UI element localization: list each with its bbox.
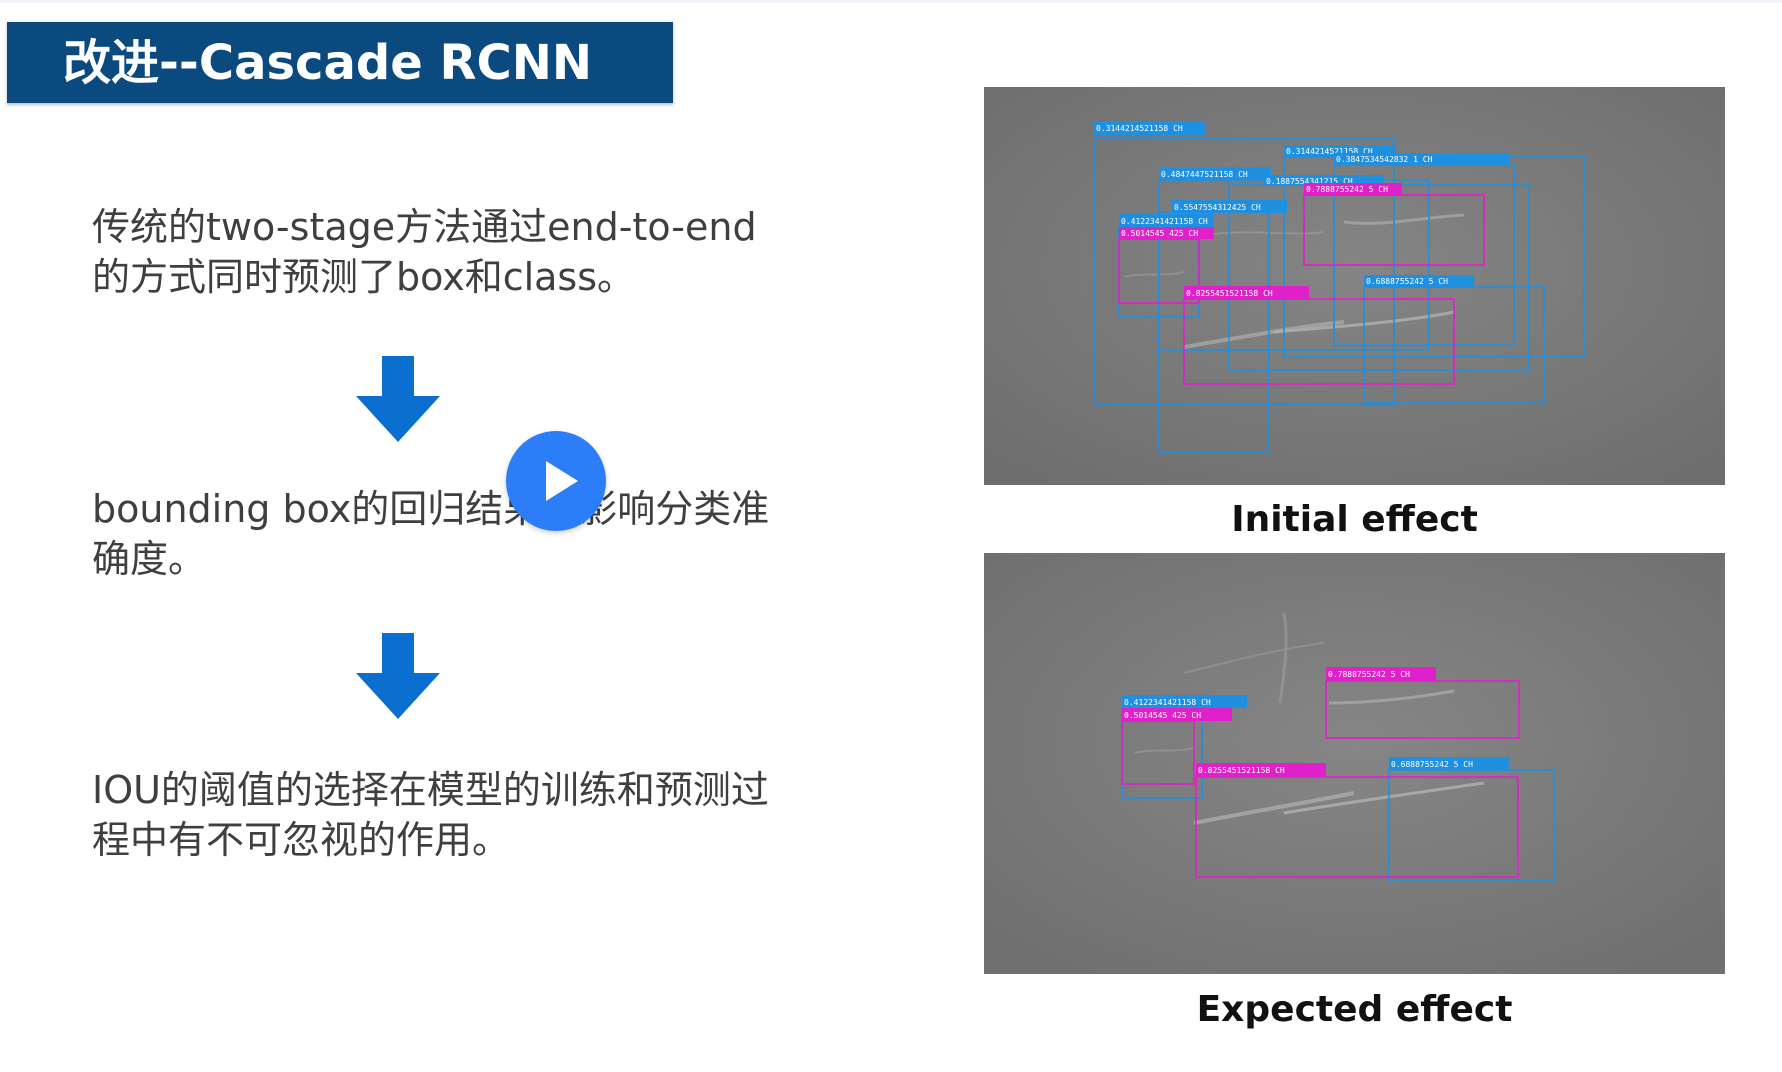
detection-label: 0.6888755242 5 CH: [1366, 277, 1448, 286]
arrow-down-icon: [356, 356, 440, 442]
play-icon: [546, 461, 578, 501]
detection-label: 0.4847447521158 CH: [1161, 170, 1248, 179]
slide-title: 改进--Cascade RCNN: [63, 35, 593, 91]
paragraph-two-stage: 传统的two-stage方法通过end-to-end的方式同时预测了box和cl…: [92, 205, 757, 299]
title-bar: 改进--Cascade RCNN: [7, 22, 673, 103]
detection-label: 0.4122341421158 CH: [1124, 698, 1211, 707]
paragraph-iou-threshold: IOU的阈值的选择在模型的训练和预测过程中有不可忽视的作用。: [92, 768, 769, 862]
paragraph-bbox-regression: bounding box的回归结果直影响分类准确度。: [92, 487, 770, 581]
detection-label: 0.5014545 425 CH: [1124, 711, 1201, 720]
detection-label: 0.5547554312425 CH: [1174, 203, 1261, 212]
detection-label: 0.7888755242 5 CH: [1328, 670, 1410, 679]
initial-effect-image: 0.3144214521158 CH 0.3144214521158 CH 0.…: [984, 87, 1725, 485]
detection-label: 0.1887554341215 CH: [1266, 177, 1353, 186]
arrow-down-icon: [356, 633, 440, 719]
expected-effect-image: 0.7888755242 5 CH 0.4122341421158 CH 0.5…: [984, 553, 1725, 974]
detection-label: 0.6888755242 5 CH: [1391, 760, 1473, 769]
expected-effect-caption: Expected effect: [1196, 989, 1513, 1030]
detection-label: 0.7888755242 5 CH: [1306, 185, 1388, 194]
play-button[interactable]: [506, 431, 606, 531]
detection-label: 0.3144214521158 CH: [1286, 147, 1373, 156]
top-divider: [0, 0, 1782, 3]
detection-label: 0.5014545 425 CH: [1121, 229, 1198, 238]
detection-label: 0.4122341421158 CH: [1121, 217, 1208, 226]
detection-label: 0.8255451521158 CH: [1186, 289, 1273, 298]
detection-label: 0.3144214521158 CH: [1096, 124, 1183, 133]
initial-effect-caption: Initial effect: [1231, 499, 1478, 540]
detection-label: 0.8255451521158 CH: [1198, 766, 1285, 775]
detection-label: 0.3847534542832 1 CH: [1336, 155, 1433, 164]
